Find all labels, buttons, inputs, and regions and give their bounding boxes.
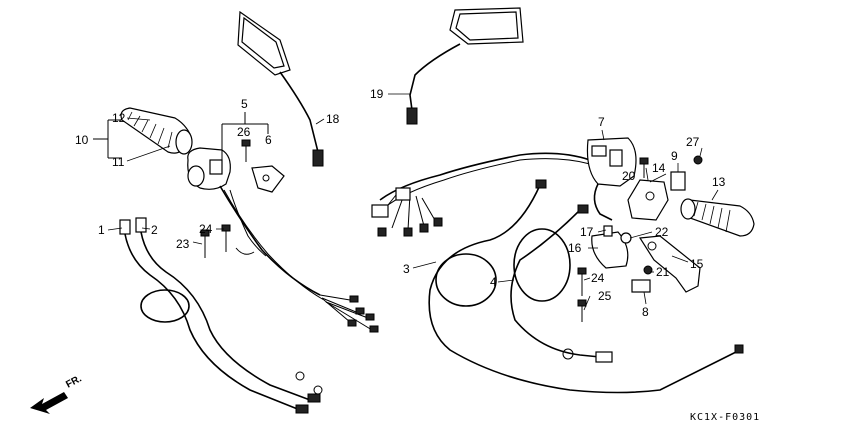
left-mirror (237, 10, 324, 167)
callout-24-right: 24 (591, 271, 605, 285)
callout-27: 27 (686, 135, 700, 149)
direction-label: FR. (64, 373, 84, 390)
right-grip (680, 198, 755, 237)
callout-14: 14 (652, 161, 666, 175)
lever-bracket (627, 157, 669, 221)
switch-8 (631, 279, 651, 293)
throttle-cables (119, 217, 323, 414)
screw-25 (577, 299, 587, 322)
bolt-9 (670, 171, 686, 191)
left-switch-harness (219, 185, 379, 333)
left-grip (120, 107, 193, 155)
callout-1: 1 (98, 223, 105, 237)
callout-19: 19 (370, 87, 384, 101)
callout-5: 5 (241, 97, 248, 111)
callout-13: 13 (712, 175, 726, 189)
washer-22 (620, 232, 632, 244)
callout-16: 16 (568, 241, 582, 255)
callout-20: 20 (622, 169, 636, 183)
callout-17: 17 (580, 225, 594, 239)
screw-27 (693, 155, 703, 165)
callout-11: 11 (112, 155, 125, 169)
screw-24-left (221, 224, 231, 252)
screw-26 (241, 139, 251, 162)
diagram-code: KC1X-F0301 (690, 412, 760, 423)
bracket-6 (251, 165, 285, 193)
front-direction-arrow: FR. (30, 373, 84, 414)
callout-3: 3 (403, 262, 410, 276)
right-switch (586, 137, 637, 221)
callout-10: 10 (75, 133, 89, 147)
callout-22: 22 (655, 225, 669, 239)
callout-9: 9 (671, 149, 678, 163)
screw-23 (200, 229, 210, 258)
screw-24-right (577, 267, 587, 296)
callout-23: 23 (176, 237, 190, 251)
callout-6: 6 (265, 133, 272, 147)
callouts: 1 2 3 4 5 6 7 8 9 10 11 12 13 14 15 16 1… (75, 87, 726, 319)
callout-15: 15 (690, 257, 704, 271)
nut-21 (643, 265, 653, 275)
callout-4: 4 (490, 275, 497, 289)
main-harness (371, 152, 591, 237)
left-switch-housing (187, 147, 231, 190)
callout-21: 21 (656, 265, 670, 279)
callout-24-left: 24 (199, 222, 213, 236)
callout-25: 25 (598, 289, 612, 303)
bolt-17 (603, 225, 613, 237)
right-mirror (406, 7, 524, 125)
callout-12: 12 (112, 111, 126, 125)
brake-lever (638, 235, 701, 293)
cable-4 (510, 204, 613, 363)
callout-8: 8 (642, 305, 649, 319)
callout-2: 2 (151, 223, 158, 237)
callout-26: 26 (237, 125, 251, 139)
cable-3 (428, 179, 744, 394)
callout-18: 18 (326, 112, 340, 126)
callout-7: 7 (598, 115, 605, 129)
